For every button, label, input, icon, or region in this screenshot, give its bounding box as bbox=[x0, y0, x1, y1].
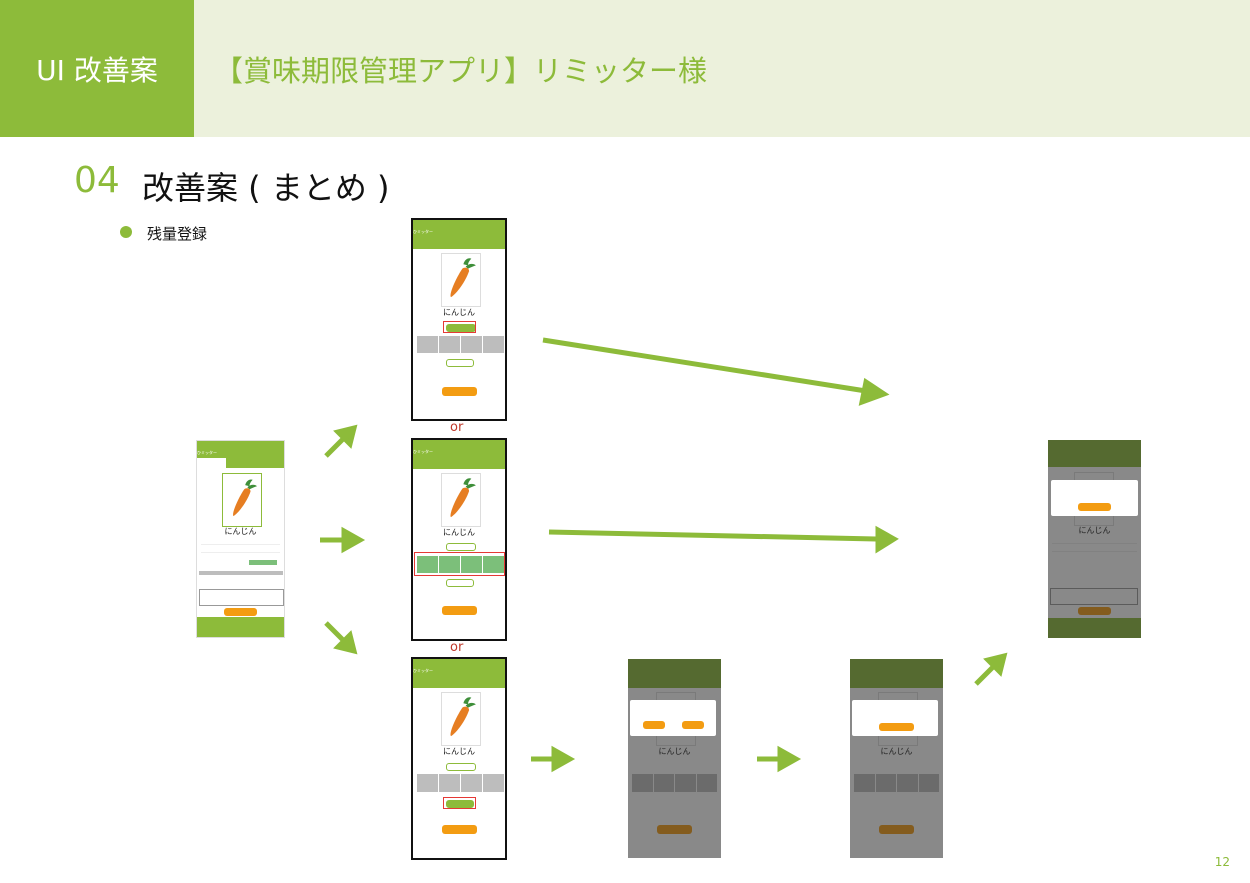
arrow-diagonal-icon bbox=[324, 424, 358, 458]
section-title: 改善案 ( まとめ ) bbox=[142, 169, 390, 207]
save-button[interactable] bbox=[224, 608, 257, 616]
quantity-selector[interactable] bbox=[417, 556, 504, 573]
tab-2[interactable] bbox=[226, 458, 255, 468]
app-bar bbox=[413, 659, 505, 688]
section-number: 04 bbox=[74, 160, 120, 201]
tab-3[interactable] bbox=[255, 458, 284, 468]
highlight-box bbox=[414, 552, 505, 576]
phone-detail-screen: ひミッター にんじん bbox=[196, 440, 285, 638]
bottom-nav bbox=[197, 617, 284, 637]
info-dialog bbox=[852, 700, 938, 736]
dialog-confirm-button[interactable] bbox=[682, 721, 704, 729]
dialog-ok-button[interactable] bbox=[1078, 503, 1111, 511]
save-button[interactable] bbox=[442, 387, 477, 396]
header-bar bbox=[0, 0, 1250, 137]
item-name: にんじん bbox=[443, 528, 475, 537]
shopping-list-button[interactable] bbox=[446, 800, 474, 808]
modal-overlay bbox=[850, 659, 943, 858]
phone-option-3: ひミッター にんじん bbox=[411, 657, 507, 860]
nav-item-register[interactable] bbox=[241, 617, 263, 637]
carrot-icon bbox=[450, 478, 476, 518]
unopened-button[interactable] bbox=[446, 763, 476, 771]
page-number: 12 bbox=[1214, 855, 1230, 869]
app-title: ひミッター bbox=[197, 450, 217, 455]
item-name: にんじん bbox=[443, 308, 475, 317]
shopping-list-button[interactable] bbox=[446, 359, 474, 367]
dialog-ok-button[interactable] bbox=[879, 723, 914, 731]
item-name: にんじん bbox=[443, 747, 475, 756]
arrow-right-icon bbox=[548, 525, 899, 554]
arrow-diagonal-icon bbox=[324, 621, 358, 655]
dialog-cancel-button[interactable] bbox=[643, 721, 665, 729]
shopping-list-button[interactable] bbox=[446, 579, 474, 587]
carrot-icon bbox=[450, 258, 476, 298]
or-label: or bbox=[450, 420, 464, 435]
quantity-selector[interactable] bbox=[417, 336, 504, 353]
or-label: or bbox=[450, 640, 464, 655]
info-row bbox=[201, 547, 280, 553]
arrow-right-icon bbox=[757, 745, 802, 773]
carrot-icon bbox=[450, 697, 476, 737]
phone-option-2: ひミッター にんじん bbox=[411, 438, 507, 641]
app-title: ひミッター bbox=[413, 449, 433, 454]
quantity-selector[interactable] bbox=[417, 774, 504, 792]
arrow-right-icon bbox=[542, 337, 890, 406]
app-title: ひミッター bbox=[413, 668, 433, 673]
bullet-dot bbox=[120, 226, 132, 238]
bullet-text: 残量登録 bbox=[147, 225, 208, 243]
quantity-bar[interactable] bbox=[249, 560, 277, 565]
unopened-button[interactable] bbox=[446, 543, 476, 551]
app-bar bbox=[413, 440, 505, 469]
nav-item-settings[interactable] bbox=[262, 617, 284, 637]
phone-confirm-dialog: にんじん bbox=[628, 659, 721, 858]
modal-overlay bbox=[628, 659, 721, 858]
header-title: 【賞味期限管理アプリ】リミッター様 bbox=[214, 54, 708, 88]
save-button[interactable] bbox=[442, 825, 477, 834]
saved-dialog bbox=[1051, 480, 1138, 516]
header-badge: UI 改善案 bbox=[0, 0, 194, 137]
save-button[interactable] bbox=[442, 606, 477, 615]
app-bar bbox=[413, 220, 505, 249]
arrow-right-icon bbox=[531, 745, 576, 773]
tab-1[interactable] bbox=[197, 458, 226, 468]
phone-option-1: ひミッター にんじん bbox=[411, 218, 507, 421]
arrow-right-icon bbox=[320, 526, 366, 554]
info-row bbox=[201, 539, 280, 545]
item-name: にんじん bbox=[224, 527, 257, 536]
arrow-diagonal-icon bbox=[974, 652, 1008, 686]
nav-item-home[interactable] bbox=[197, 617, 219, 637]
carrot-icon bbox=[233, 479, 257, 517]
phone-saved-dialog: にんじん bbox=[1048, 440, 1141, 638]
app-title: ひミッター bbox=[413, 229, 433, 234]
confirm-dialog bbox=[630, 700, 716, 736]
memo-field[interactable] bbox=[199, 589, 284, 606]
phone-registered-dialog: にんじん bbox=[850, 659, 943, 858]
remaining-gauge[interactable] bbox=[199, 571, 283, 575]
highlight-box bbox=[443, 321, 476, 333]
highlight-box bbox=[443, 797, 476, 809]
nav-item-list[interactable] bbox=[219, 617, 241, 637]
tab-bar[interactable] bbox=[197, 458, 284, 468]
modal-overlay bbox=[1048, 440, 1141, 638]
